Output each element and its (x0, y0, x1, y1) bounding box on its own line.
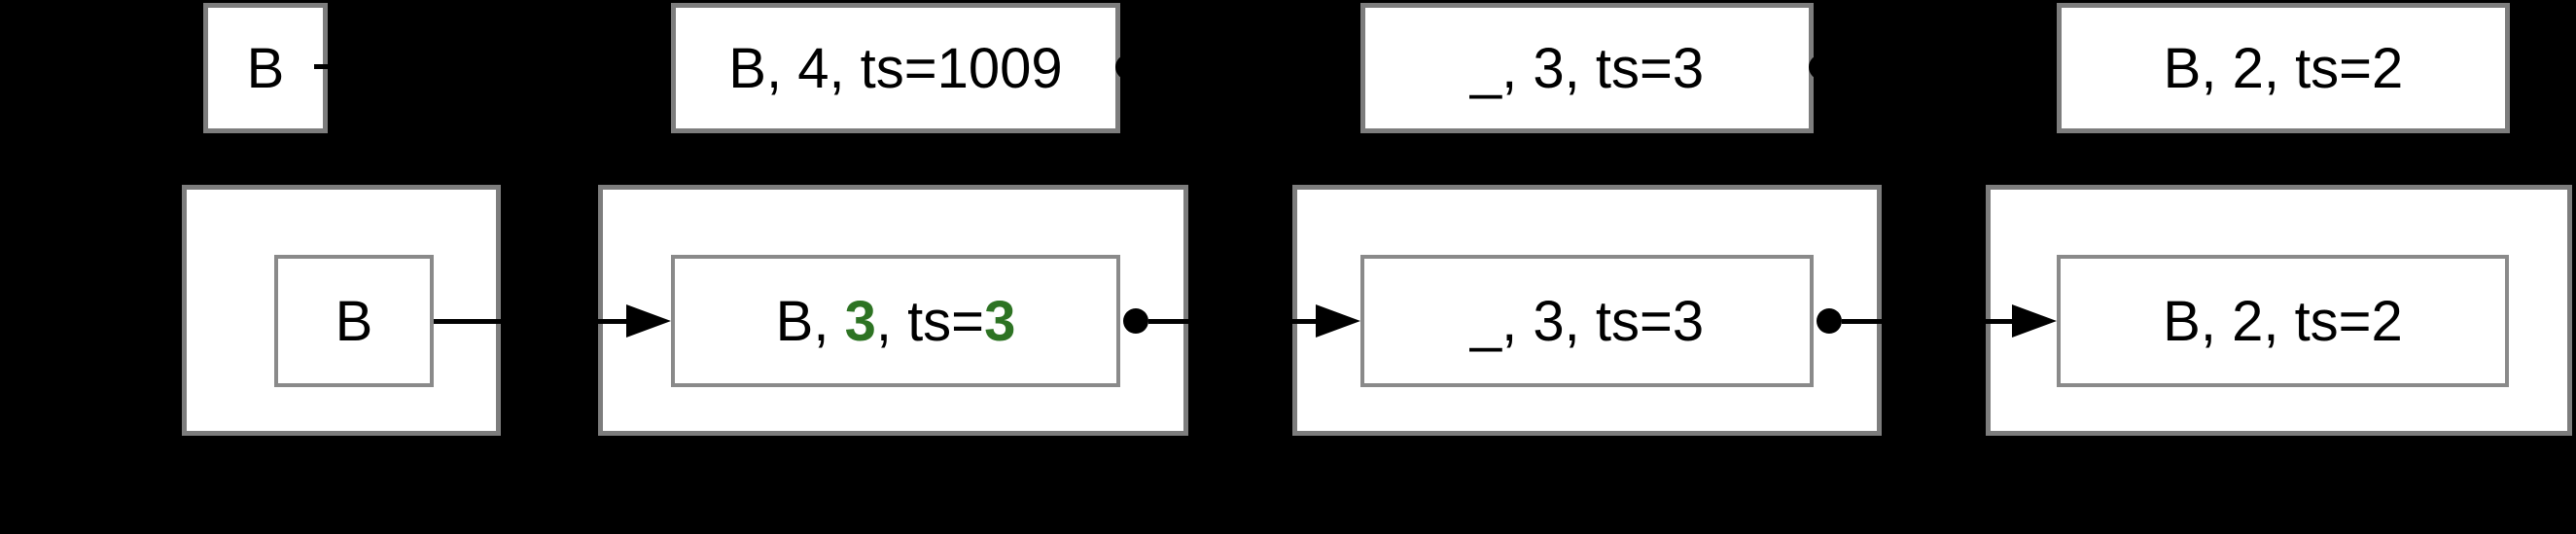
connector-line (1842, 319, 1882, 324)
connector-dot-icon (1817, 308, 1842, 334)
wrapper-box-4: B, 2, ts=2 (1986, 185, 2572, 436)
connector-line (1148, 319, 1188, 324)
inner-record-label-1: B (335, 289, 373, 353)
arrow-head-icon (1316, 304, 1360, 338)
arrow-head-icon (2012, 304, 2057, 338)
label-segment: , ts= (875, 289, 985, 353)
inner-record-label-4: B, 2, ts=2 (2163, 289, 2403, 353)
connector-dot-icon (1115, 54, 1141, 80)
wrapper-box-1: B (182, 185, 501, 436)
top-record-box-4: B, 2, ts=2 (2057, 3, 2510, 133)
connector-line (1292, 319, 1331, 324)
label-segment-highlighted: 3 (984, 289, 1016, 353)
top-record-box-3: _, 3, ts=3 (1360, 3, 1814, 133)
inner-record-label-3: _, 3, ts=3 (1469, 289, 1705, 353)
wrapper-box-3: _, 3, ts=3 (1292, 185, 1882, 436)
inner-record-box-1: B (274, 255, 434, 387)
top-record-box-2: B, 4, ts=1009 (671, 3, 1120, 133)
top-record-box-1: B (203, 3, 328, 133)
inner-record-box-4: B, 2, ts=2 (2057, 255, 2509, 387)
top-record-label-4: B, 2, ts=2 (2163, 36, 2404, 100)
connector-line (1986, 319, 2025, 324)
wrapper-box-2: B, 3, ts=3 (598, 185, 1188, 436)
connector-dot-icon (1809, 54, 1834, 80)
inner-record-label-2: B, 3, ts=3 (776, 289, 1016, 354)
top-record-label-2: B, 4, ts=1009 (728, 36, 1063, 100)
arrow-head-icon (626, 304, 671, 338)
connector-line (598, 319, 637, 324)
connector-stub-icon (314, 64, 328, 69)
label-segment-highlighted: 3 (844, 289, 876, 353)
connector-line (434, 319, 501, 324)
inner-record-box-3: _, 3, ts=3 (1360, 255, 1814, 387)
inner-record-box-2: B, 3, ts=3 (671, 255, 1120, 387)
connector-dot-icon (1123, 308, 1148, 334)
label-segment: B, (775, 289, 845, 353)
top-record-label-3: _, 3, ts=3 (1469, 36, 1705, 100)
top-record-label-1: B (246, 36, 285, 100)
